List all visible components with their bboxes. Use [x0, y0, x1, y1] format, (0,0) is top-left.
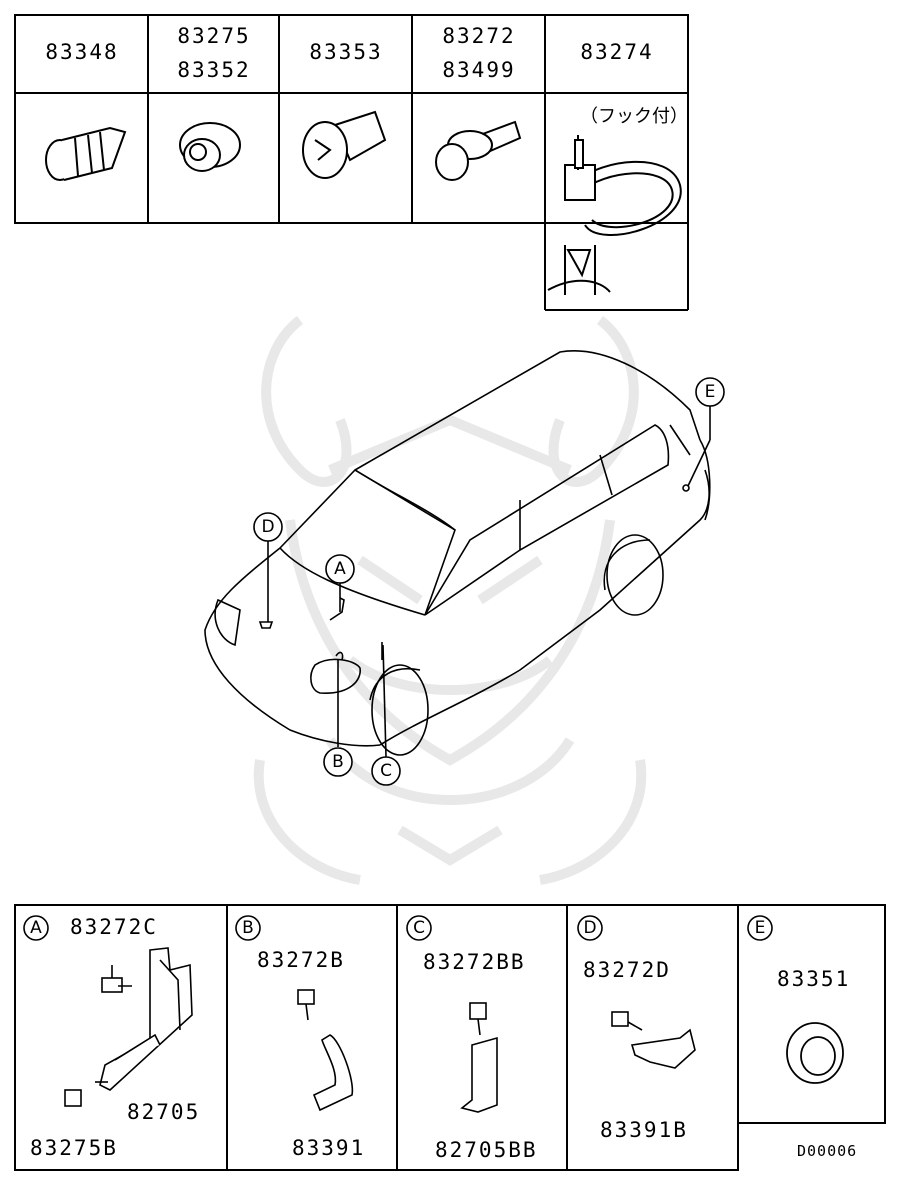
panel-letter-circles [23, 915, 773, 941]
hook-note: （フック付） [580, 106, 688, 127]
part-83351: 83351 [777, 967, 851, 991]
screw-icon [45, 126, 127, 181]
cable-tie-icon [547, 135, 682, 295]
clip-83275-icon [179, 122, 241, 172]
panel-c-parts [460, 1002, 498, 1113]
callout-c: C [380, 761, 392, 781]
clip-83272-icon [435, 120, 522, 181]
panel-a-parts [64, 947, 193, 1107]
car-drawing [204, 350, 711, 756]
panel-d-letter: D [583, 918, 597, 938]
document-id: D00006 [797, 1142, 858, 1160]
part-83272b: 83272B [257, 948, 345, 972]
watermark-logo [253, 316, 647, 885]
panel-b-parts [297, 989, 354, 1112]
callout-leaders [267, 406, 711, 758]
part-number-83499: 83499 [442, 58, 516, 82]
part-83275b: 83275B [30, 1136, 118, 1160]
part-83272c: 83272C [70, 915, 158, 939]
part-number-83274: 83274 [580, 40, 654, 64]
panel-e-letter: E [754, 918, 766, 938]
part-83272bb: 83272BB [423, 950, 526, 974]
part-number-83272: 83272 [442, 24, 516, 48]
callout-b: B [332, 752, 344, 772]
panel-c-letter: C [413, 918, 425, 938]
part-83391: 83391 [292, 1136, 366, 1160]
part-number-83353: 83353 [309, 40, 383, 64]
callout-circles [253, 377, 725, 786]
part-number-83352: 83352 [177, 58, 251, 82]
clip-83353-icon [302, 110, 387, 179]
part-number-83275: 83275 [177, 24, 251, 48]
part-82705bb: 82705BB [435, 1138, 538, 1162]
part-number-83348: 83348 [45, 40, 119, 64]
panel-a-letter: A [30, 918, 42, 938]
panel-b-letter: B [242, 918, 254, 938]
detail-panels-frame [14, 904, 886, 1171]
table-frame [14, 14, 689, 224]
part-83391b: 83391B [600, 1118, 688, 1142]
part-82705: 82705 [127, 1100, 201, 1124]
callout-d: D [261, 517, 275, 537]
callout-e: E [704, 382, 716, 402]
part-83272d: 83272D [583, 958, 671, 982]
panel-d-parts [611, 1011, 696, 1069]
callout-a: A [334, 559, 346, 579]
panel-e-grommet [786, 1022, 844, 1084]
